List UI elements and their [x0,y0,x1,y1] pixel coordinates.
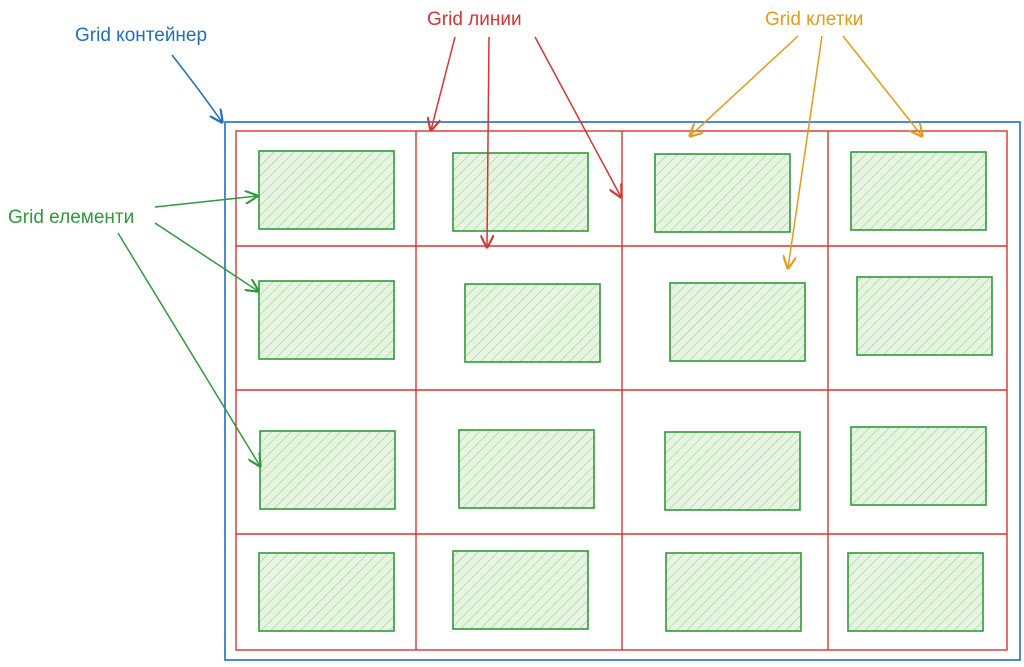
grid-item [464,283,601,363]
grid-item [259,430,396,510]
grid-item [850,426,987,506]
grid-item [258,280,395,360]
label-grid-container: Grid контейнер [75,25,207,46]
grid-item [458,429,595,509]
grid-item [258,150,395,230]
arrow-cell-3 [842,35,922,136]
grid-item [665,552,802,632]
grid-item [452,152,589,232]
grid-item [664,431,801,511]
arrows-grid-lines [431,36,621,247]
arrows-grid-cells [690,35,922,268]
label-grid-cells: Grid клетки [765,9,863,30]
grid-item [654,153,791,233]
arrow-line-column [534,36,621,197]
grid-items [258,150,993,632]
arrow-line-row [487,36,489,247]
arrow-cell-2 [788,35,823,268]
grid-item [856,276,993,356]
grid-lines [235,130,1008,651]
grid-item [847,552,984,632]
arrows-grid-items [117,196,260,466]
arrow-cell-1 [690,35,799,136]
grid-container-box [224,121,1021,661]
grid-item [669,282,806,362]
grid-item [850,151,987,231]
label-grid-items: Grid елементи [8,207,134,228]
arrow-item-2 [154,222,258,291]
grid-item [258,552,395,632]
label-grid-lines: Grid линии [427,9,522,30]
arrow-item-1 [154,196,257,208]
arrow-line-top [431,36,456,130]
arrow-container [171,54,222,122]
grid-item [452,550,589,630]
arrow-item-3 [117,232,260,466]
